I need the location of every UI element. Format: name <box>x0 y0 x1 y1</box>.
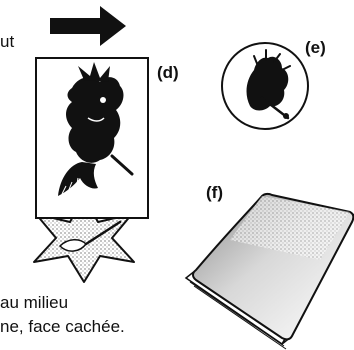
broom-token-icon <box>222 43 308 129</box>
top-text-fragment: ut <box>0 32 14 52</box>
label-f: (f) <box>206 183 223 203</box>
right-arrow-icon <box>50 6 126 46</box>
bottom-text-line-2: ne, face cachée. <box>0 317 125 337</box>
character-card <box>36 58 148 218</box>
label-d: (d) <box>157 63 179 83</box>
card-deck-icon <box>186 194 354 349</box>
label-e: (e) <box>305 38 326 58</box>
bottom-text-line-1: au milieu <box>0 293 68 313</box>
